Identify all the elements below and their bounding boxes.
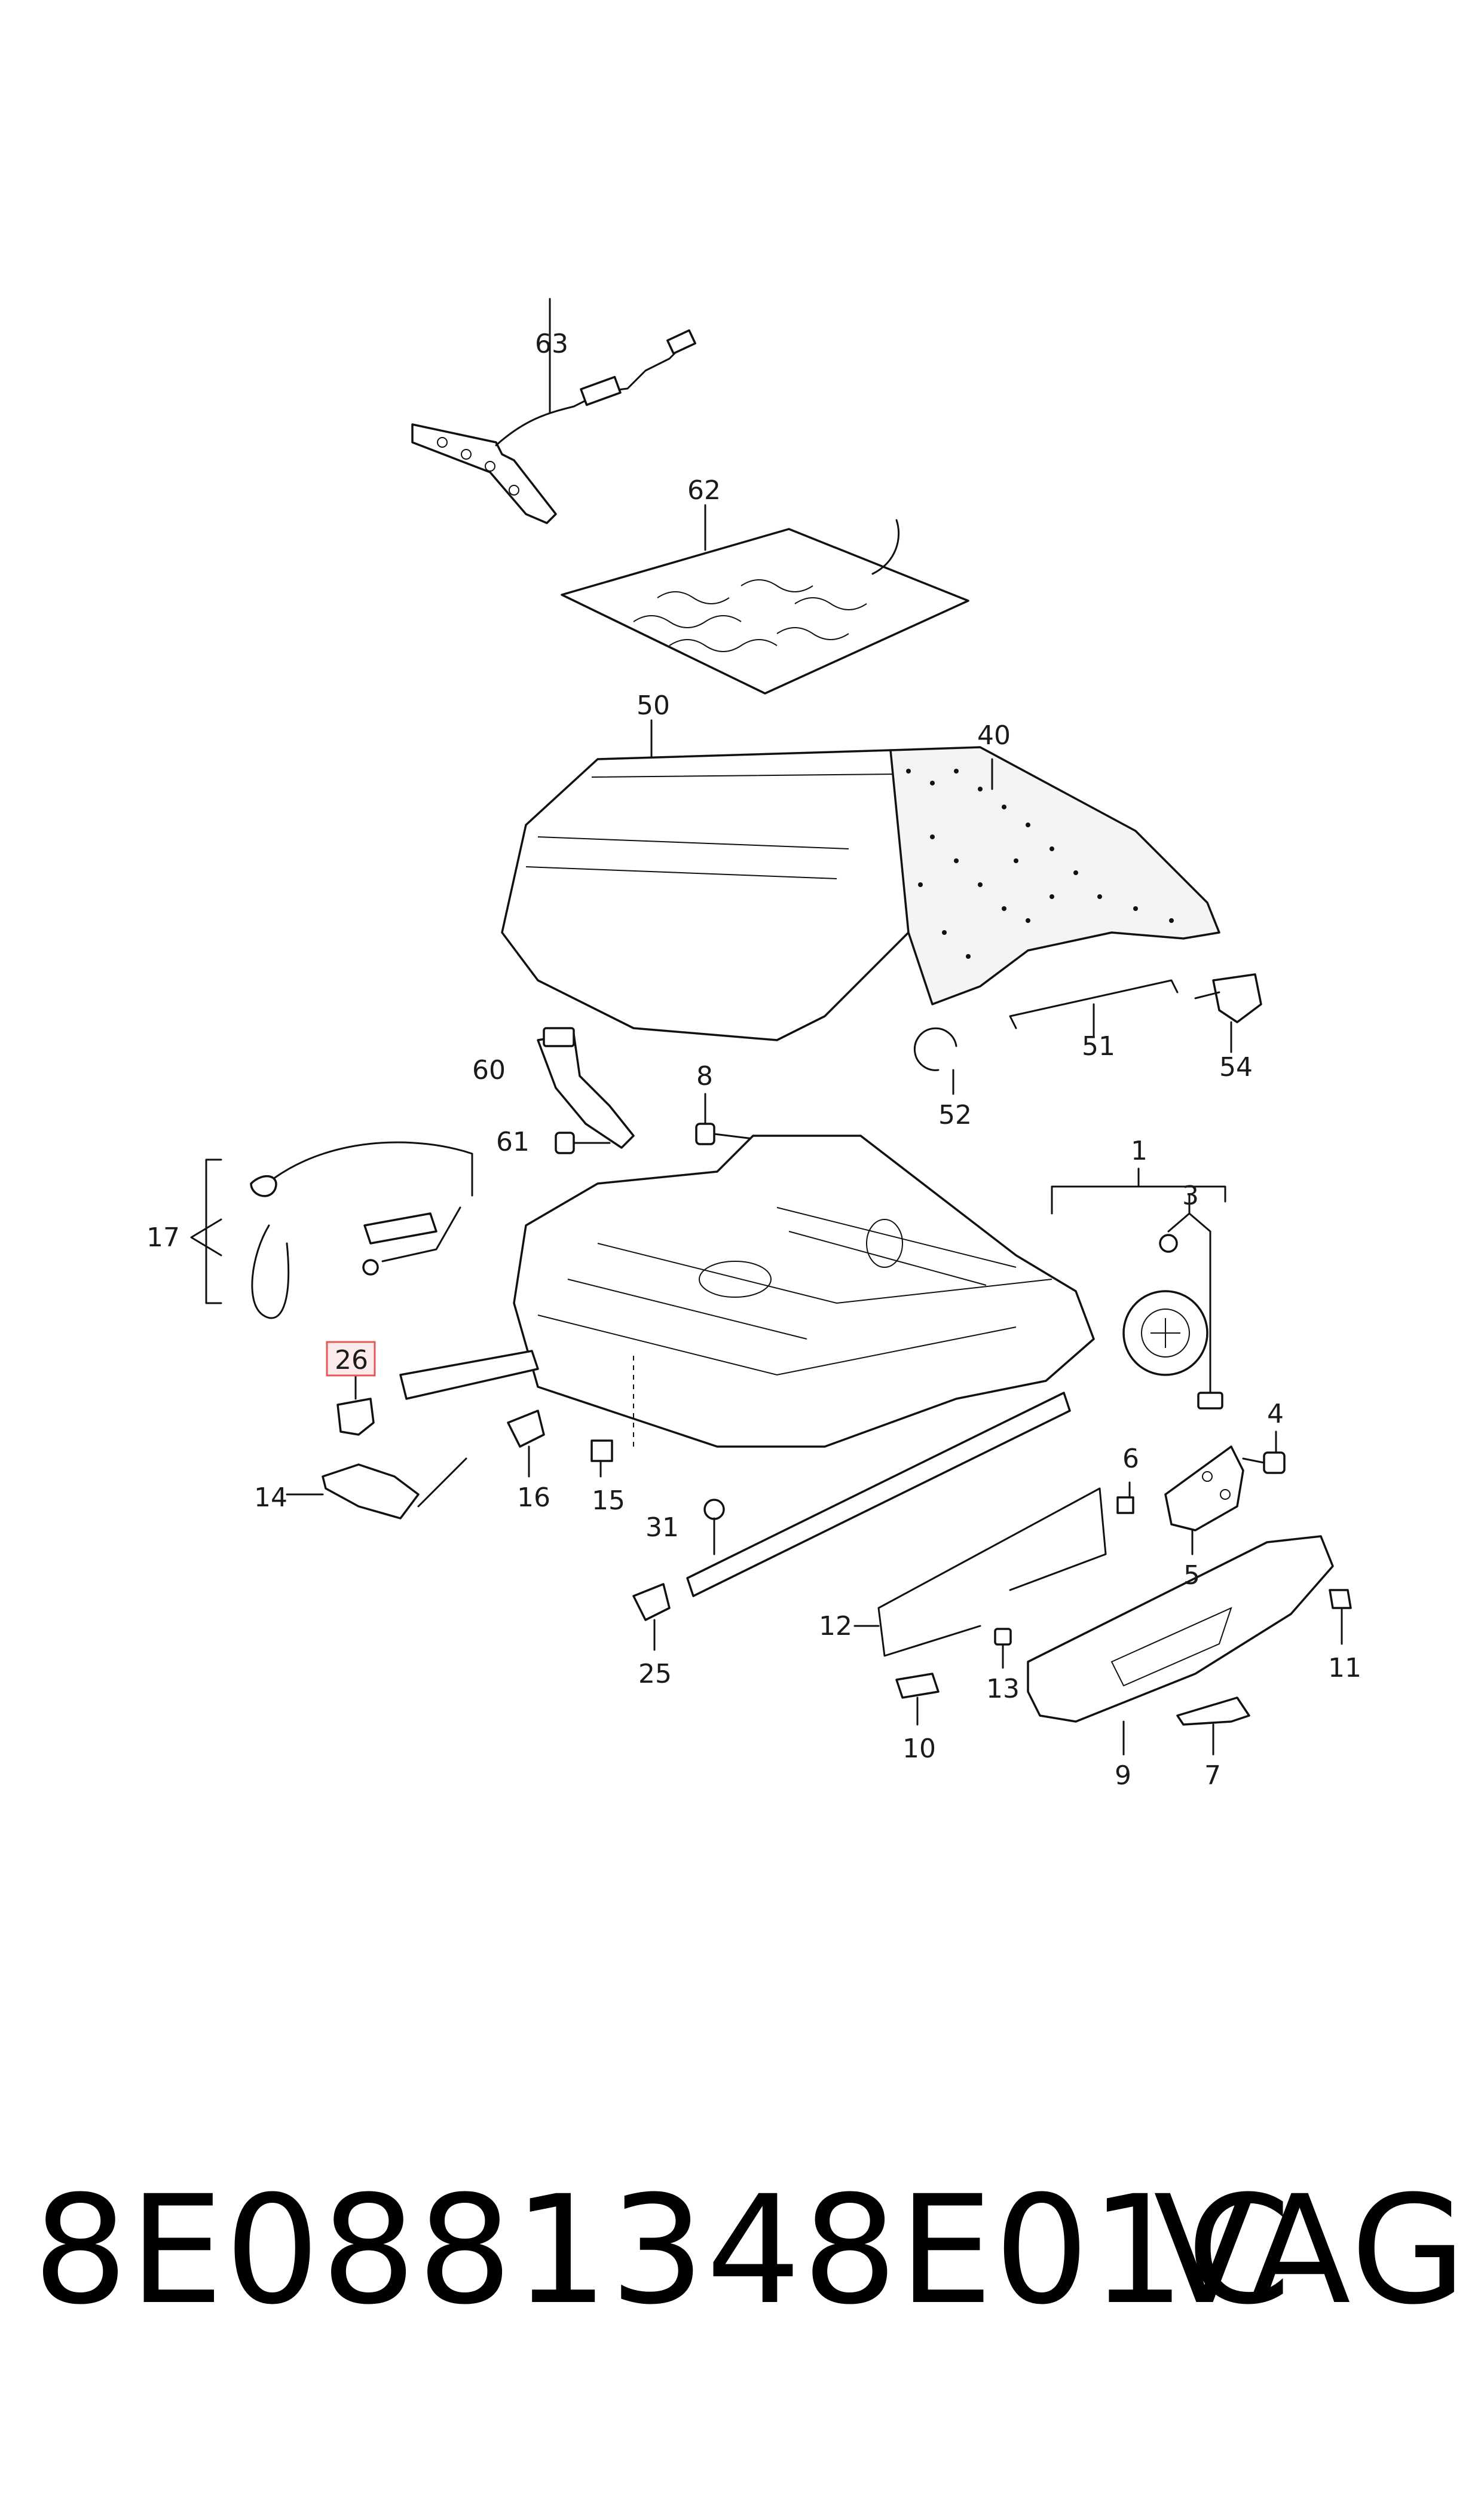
bracket-5 [1164, 1445, 1244, 1555]
callout-12: 12 [819, 1611, 852, 1641]
callout-62: 62 [687, 475, 721, 506]
seat-cushion [501, 719, 1220, 1041]
brand-name: VAG [1153, 2163, 1469, 2337]
callout-7: 7 [1204, 1760, 1221, 1791]
callout-52: 52 [938, 1100, 972, 1130]
part-number: 8E0881348E01C [33, 2163, 1293, 2337]
fastener-11 [1329, 1589, 1352, 1645]
clip-16 [507, 1410, 545, 1478]
clip-15 [590, 1351, 634, 1478]
clip-26 [336, 1374, 375, 1436]
clip-25 [632, 1583, 671, 1651]
callout-10: 10 [902, 1734, 936, 1764]
callout-9: 9 [1115, 1760, 1131, 1791]
callout-40: 40 [977, 720, 1011, 751]
callout-60: 60 [472, 1055, 506, 1086]
seat-rail [399, 1350, 1071, 1597]
side-trim-9 [1027, 1535, 1334, 1756]
adjust-motor [1122, 1194, 1223, 1410]
seat-heating-pad [561, 504, 969, 695]
callout-63: 63 [535, 329, 568, 359]
screw-31 [703, 1499, 725, 1555]
belt-buckle [537, 1027, 635, 1149]
callout-6: 6 [1122, 1444, 1139, 1474]
seat-frame [513, 1135, 1226, 1448]
bolt-8 [695, 1093, 754, 1145]
bolt-61 [555, 1132, 611, 1154]
callout-17: 17 [146, 1222, 180, 1253]
trim-cover-14 [286, 1463, 420, 1520]
callout-15: 15 [592, 1485, 625, 1516]
callout-54: 54 [1219, 1052, 1253, 1083]
callout-5: 5 [1183, 1560, 1200, 1591]
callout-26: 26 [335, 1345, 368, 1375]
callout-26-highlight [326, 1341, 376, 1377]
retaining-clip [913, 1027, 957, 1095]
bowden-cable-set [190, 1141, 473, 1319]
clip-6 [1116, 1481, 1134, 1514]
callout-8: 8 [696, 1061, 713, 1092]
callout-25: 25 [638, 1659, 672, 1689]
clip-10 [895, 1673, 940, 1726]
callout-14: 14 [254, 1482, 287, 1513]
adjust-lever-7 [1176, 1696, 1250, 1756]
callout-1: 1 [1131, 1136, 1148, 1166]
callout-4: 4 [1267, 1399, 1284, 1429]
callout-16: 16 [517, 1482, 550, 1513]
callout-3: 3 [1182, 1181, 1199, 1211]
callout-50: 50 [637, 690, 670, 721]
callout-31: 31 [645, 1512, 679, 1543]
callout-51: 51 [1082, 1031, 1115, 1062]
screw-13 [994, 1628, 1012, 1669]
callout-13: 13 [986, 1674, 1020, 1704]
wiring-holder [1194, 973, 1262, 1053]
trim-wire [1009, 979, 1179, 1038]
seat-heater-harness [411, 298, 696, 524]
callout-61: 61 [496, 1127, 530, 1157]
callout-11: 11 [1328, 1653, 1361, 1683]
bolt-4 [1242, 1430, 1286, 1474]
parts-diagram: 63 62 50 40 51 52 54 60 61 8 1 3 4 17 26… [146, 298, 1361, 1791]
cable-12 [853, 1487, 1107, 1657]
